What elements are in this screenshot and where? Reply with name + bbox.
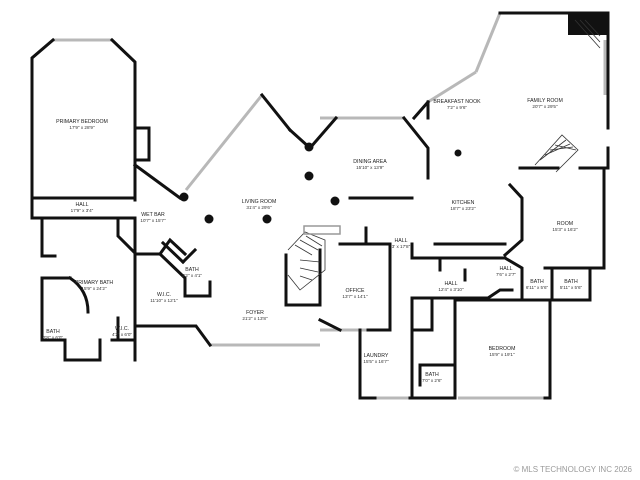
- room-label-dining-area: DINING AREA: [353, 159, 387, 165]
- room-label-room: ROOM: [557, 221, 573, 227]
- stairs: [287, 19, 601, 291]
- room-label-office: OFFICE: [345, 288, 365, 294]
- svg-text:7'0" x 2'6": 7'0" x 2'6": [422, 378, 442, 383]
- room-label-bath-2: BATH: [185, 267, 199, 273]
- room-label-breakfast-nook: BREAKFAST NOOK: [433, 99, 481, 105]
- room-label-wet-bar: WET BAR: [141, 212, 165, 218]
- svg-text:20'7" x 29'5": 20'7" x 29'5": [532, 104, 558, 109]
- svg-text:7'2" x 9'6": 7'2" x 9'6": [447, 105, 467, 110]
- svg-text:18'7" x 23'2": 18'7" x 23'2": [450, 206, 476, 211]
- svg-text:15'9" x 19'1": 15'9" x 19'1": [489, 352, 515, 357]
- svg-text:15'10" x 13'9": 15'10" x 13'9": [356, 165, 384, 170]
- svg-text:5'11" x 5'6": 5'11" x 5'6": [560, 285, 583, 290]
- room-label-bath-1: BATH: [46, 329, 60, 335]
- svg-text:4'2" x 6'0": 4'2" x 6'0": [112, 332, 132, 337]
- svg-text:21'2" x 13'8": 21'2" x 13'8": [242, 316, 268, 321]
- room-label-hall-4: HALL: [500, 266, 513, 272]
- walls: [30, 11, 610, 400]
- room-label-hall-3: HALL: [445, 281, 458, 287]
- svg-text:13'7" x 14'1": 13'7" x 14'1": [342, 294, 368, 299]
- room-label-living-room: LIVING ROOM: [242, 199, 277, 205]
- room-label-hall-2: HALL: [395, 238, 408, 244]
- svg-text:15'9" x 24'2": 15'9" x 24'2": [81, 286, 107, 291]
- svg-text:6'11" x 5'6": 6'11" x 5'6": [526, 285, 549, 290]
- svg-text:17'9" x 28'9": 17'9" x 28'9": [69, 125, 95, 130]
- room-label-wic-1: W.I.C.: [115, 326, 129, 332]
- room-label-wic-2: W.I.C.: [157, 292, 171, 298]
- room-label-bedroom: BEDROOM: [489, 346, 516, 352]
- svg-text:7'6" x 2'7": 7'6" x 2'7": [496, 272, 516, 277]
- room-label-primary-bedroom: PRIMARY BEDROOM: [56, 119, 108, 125]
- room-label-bath-3: BATH: [530, 279, 544, 285]
- room-label-hall-1: HALL: [76, 202, 89, 208]
- room-label-laundry: LAUNDRY: [364, 353, 389, 359]
- svg-text:15'5" x 16'7": 15'5" x 16'7": [363, 359, 389, 364]
- svg-text:3' x 17'8": 3' x 17'8": [392, 244, 411, 249]
- svg-text:3'8" x 6'0": 3'8" x 6'0": [43, 335, 63, 340]
- svg-text:17'9" x 3'4": 17'9" x 3'4": [71, 208, 94, 213]
- columns: [179, 142, 462, 224]
- room-label-bath-5: BATH: [425, 372, 439, 378]
- svg-text:11'10" x 12'1": 11'10" x 12'1": [150, 298, 178, 303]
- svg-text:31'4" x 29'6": 31'4" x 29'6": [246, 205, 272, 210]
- svg-text:12'4" x 3'10": 12'4" x 3'10": [438, 287, 464, 292]
- room-label-bath-4: BATH: [564, 279, 578, 285]
- room-label-primary-bath: PRIMARY BATH: [75, 280, 114, 286]
- room-label-kitchen: KITCHEN: [452, 200, 475, 206]
- svg-text:10'7" x 15'7": 10'7" x 15'7": [140, 218, 166, 223]
- room-labels: PRIMARY BEDROOM 17'9" x 28'9" HALL 17'9"…: [43, 98, 583, 383]
- svg-text:15'3" x 16'2": 15'3" x 16'2": [552, 227, 578, 232]
- svg-text:2'2" x 4'1": 2'2" x 4'1": [182, 273, 202, 278]
- room-label-family-room: FAMILY ROOM: [527, 98, 563, 104]
- copyright-notice: © MLS TECHNOLOGY INC 2026: [513, 465, 632, 474]
- room-label-foyer: FOYER: [246, 310, 264, 316]
